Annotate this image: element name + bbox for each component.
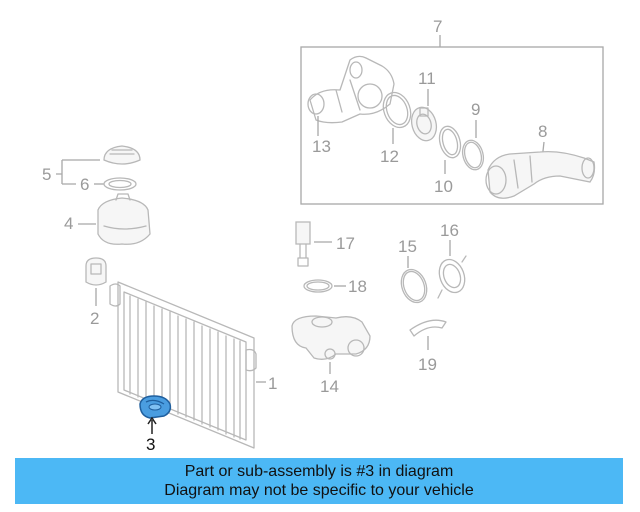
part-13-thermostat-housing[interactable]: [307, 55, 395, 124]
info-banner: Part or sub-assembly is #3 in diagram Di…: [15, 458, 623, 504]
callout-18[interactable]: 18: [348, 277, 367, 296]
callout-5[interactable]: 5: [42, 165, 51, 184]
callout-1[interactable]: 1: [268, 374, 277, 393]
thermostat-group-box: [300, 35, 604, 205]
callout-15[interactable]: 15: [398, 237, 417, 256]
callout-14[interactable]: 14: [320, 377, 339, 396]
part-1-radiator[interactable]: [109, 281, 257, 449]
callout-9[interactable]: 9: [471, 100, 480, 119]
callout-19[interactable]: 19: [418, 355, 437, 374]
callout-11[interactable]: 11: [418, 69, 436, 88]
callout-7[interactable]: 7: [433, 17, 442, 36]
callout-12[interactable]: 12: [380, 147, 399, 166]
part-11-thermostat[interactable]: [408, 104, 440, 143]
part-8-coolant-pipe[interactable]: [485, 150, 596, 199]
callout-6[interactable]: 6: [80, 175, 89, 194]
part-17-temp-sensor[interactable]: [295, 221, 311, 267]
callout-2[interactable]: 2: [90, 309, 99, 328]
part-10-gasket[interactable]: [436, 124, 464, 160]
part-5-reservoir-cap[interactable]: [103, 145, 141, 165]
callout-4[interactable]: 4: [64, 214, 73, 233]
part-4-expansion-tank[interactable]: [97, 193, 151, 245]
part-3-lower-mount[interactable]: [139, 395, 172, 419]
part-12-gasket[interactable]: [379, 89, 416, 132]
part-18-o-ring[interactable]: [303, 279, 333, 293]
callout-3[interactable]: 3: [146, 435, 155, 454]
part-15-gasket-ring[interactable]: [397, 266, 431, 306]
callout-16[interactable]: 16: [440, 221, 459, 240]
part-16-flange-seal[interactable]: [435, 255, 469, 299]
part-2-radiator-mount[interactable]: [85, 257, 107, 286]
callout-8[interactable]: 8: [538, 122, 547, 141]
callout-10[interactable]: 10: [434, 177, 453, 196]
banner-line-1: Part or sub-assembly is #3 in diagram: [184, 463, 454, 480]
callout-13[interactable]: 13: [312, 137, 331, 156]
part-6-cap-seal[interactable]: [103, 177, 137, 191]
callout-17[interactable]: 17: [336, 234, 355, 253]
banner-line-2: Diagram may not be specific to your vehi…: [164, 482, 474, 499]
part-19-hose-clamp[interactable]: [409, 319, 447, 337]
part-9-o-ring[interactable]: [459, 138, 486, 172]
part-14-coolant-flange[interactable]: [291, 315, 371, 360]
